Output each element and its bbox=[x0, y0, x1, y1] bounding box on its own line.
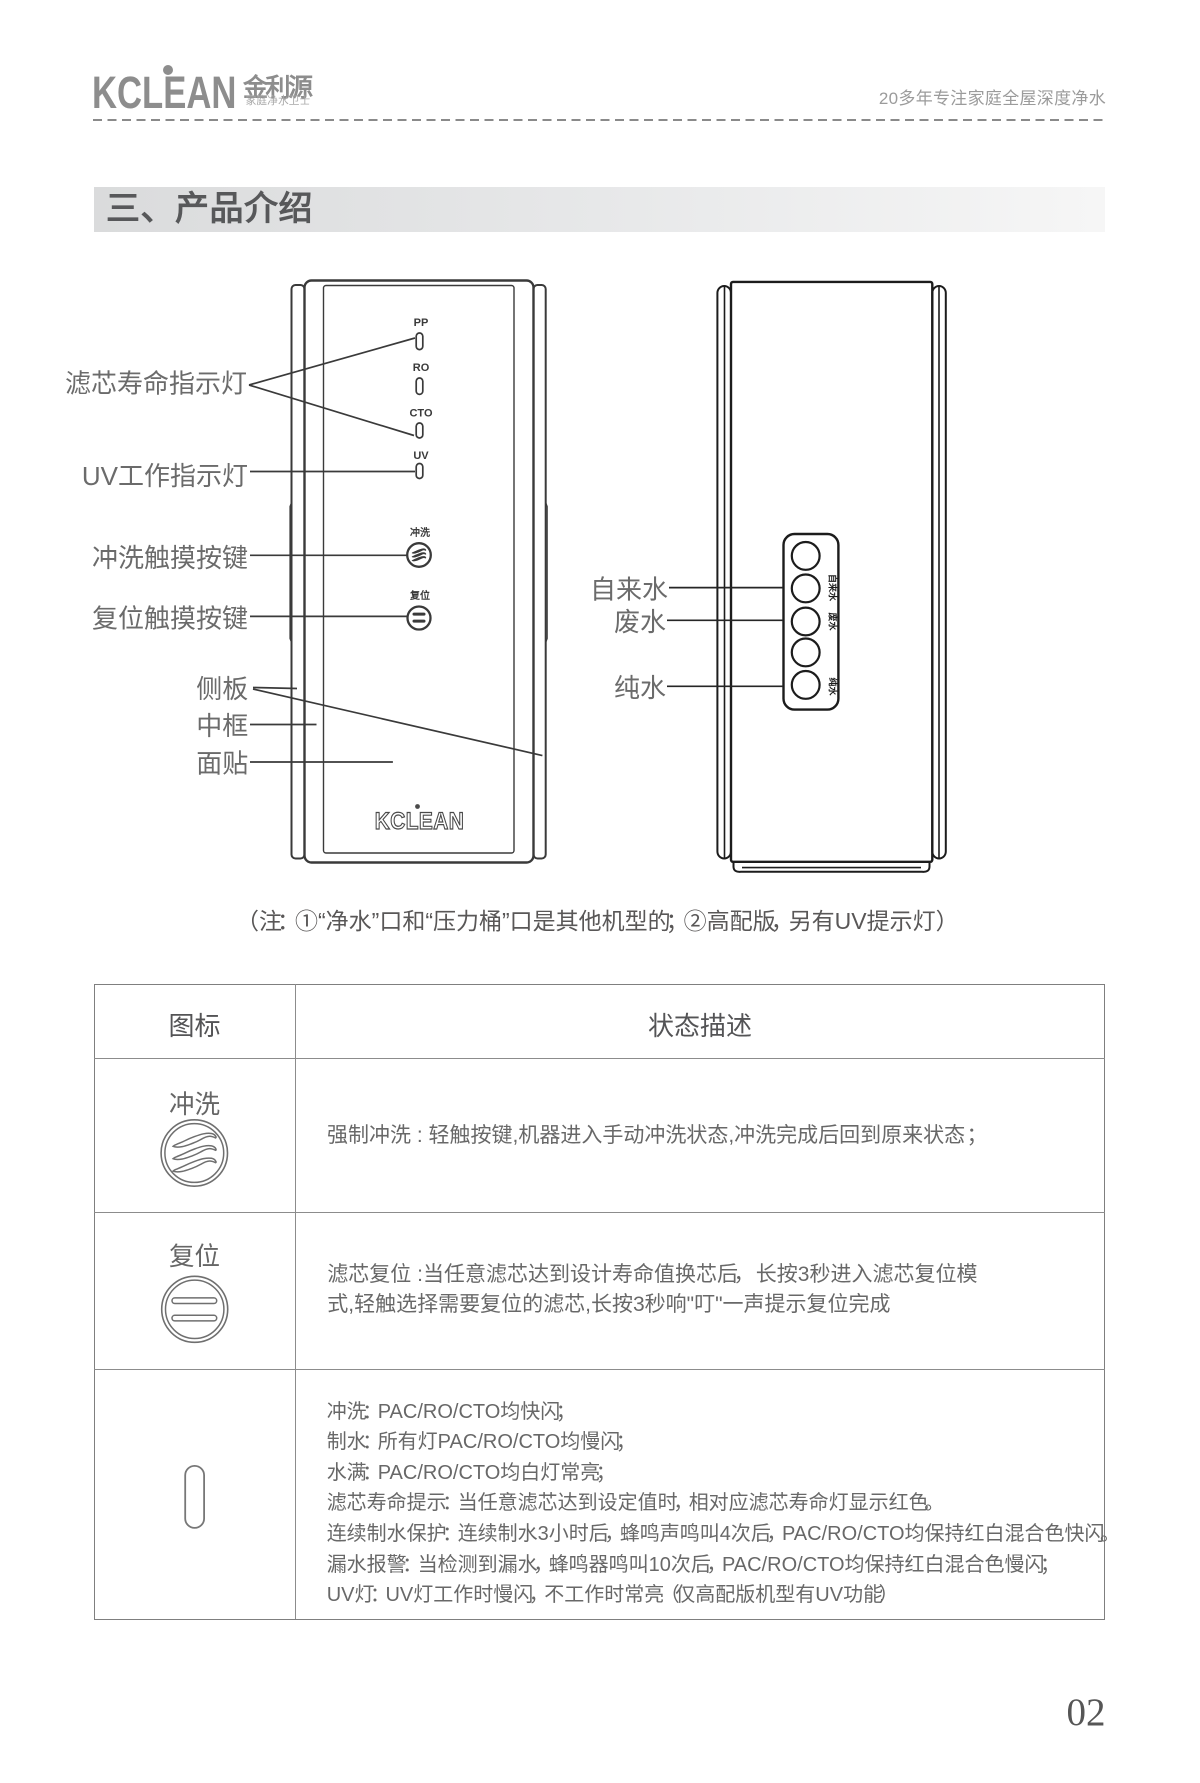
svg-text:UV工作指示灯: UV工作指示灯 bbox=[82, 461, 248, 491]
svg-text:复位: 复位 bbox=[409, 589, 430, 602]
svg-text:UV: UV bbox=[413, 450, 429, 462]
svg-text:纯水: 纯水 bbox=[828, 677, 839, 696]
svg-text:侧板: 侧板 bbox=[196, 674, 248, 704]
svg-text:废水: 废水 bbox=[614, 607, 666, 637]
svg-text:复位触摸按键: 复位触摸按键 bbox=[92, 603, 248, 633]
svg-text:面贴: 面贴 bbox=[196, 749, 248, 779]
svg-text:CTO: CTO bbox=[409, 408, 432, 420]
svg-text:冲洗: 冲洗 bbox=[410, 526, 430, 539]
svg-text:自来水: 自来水 bbox=[590, 574, 668, 604]
svg-text:中框: 中框 bbox=[196, 711, 248, 741]
svg-text:RO: RO bbox=[413, 362, 430, 374]
svg-text:废水: 废水 bbox=[828, 612, 839, 631]
svg-text:冲洗触摸按键: 冲洗触摸按键 bbox=[92, 543, 248, 573]
svg-text:纯水: 纯水 bbox=[614, 673, 666, 703]
svg-text:自来水: 自来水 bbox=[828, 574, 839, 602]
svg-text:滤芯寿命指示灯: 滤芯寿命指示灯 bbox=[65, 368, 247, 398]
svg-text:PP: PP bbox=[414, 317, 429, 329]
svg-text:KCLEAN: KCLEAN bbox=[375, 808, 465, 835]
